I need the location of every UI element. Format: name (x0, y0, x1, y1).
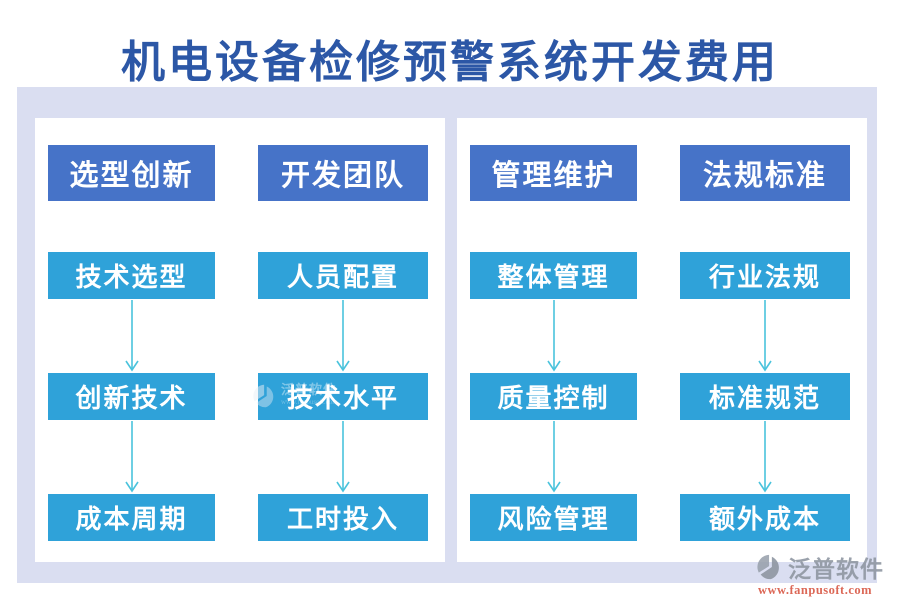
flow-item-box: 整体管理 (470, 252, 637, 299)
flow-column-2: 开发团队 人员配置 技术水平 工时投入 (258, 145, 428, 541)
flow-item-box: 人员配置 (258, 252, 428, 299)
watermark-logo: 泛普软件 www.fanpusoft.com (756, 550, 894, 598)
arrow-zone (470, 420, 637, 494)
flow-item-box: 技术水平 (258, 373, 428, 420)
category-header-box: 法规标准 (680, 145, 850, 201)
flow-item-box: 行业法规 (680, 252, 850, 299)
flow-column-4: 法规标准 行业法规 标准规范 额外成本 (680, 145, 850, 541)
brand-url: www.fanpusoft.com (758, 583, 873, 597)
category-header-box: 开发团队 (258, 145, 428, 201)
category-header-box: 选型创新 (48, 145, 215, 201)
arrow-down-icon (546, 421, 561, 493)
arrow-down-icon (758, 300, 772, 372)
arrow-zone (470, 299, 637, 373)
panel-left: 选型创新 技术选型 创新技术 成本周期 开发团队 人员配置 (35, 118, 445, 562)
arrow-zone (680, 299, 850, 373)
fanpu-logo-icon (757, 554, 779, 580)
flow-item-box: 成本周期 (48, 494, 215, 541)
arrow-down-icon (336, 421, 350, 493)
flow-column-3: 管理维护 整体管理 质量控制 风险管理 (470, 145, 637, 541)
flow-column-1: 选型创新 技术选型 创新技术 成本周期 (48, 145, 215, 541)
flow-item-box: 技术选型 (48, 252, 215, 299)
flow-item-box: 工时投入 (258, 494, 428, 541)
arrow-down-icon (124, 300, 139, 372)
arrow-down-icon (546, 300, 561, 372)
diagram-board: 选型创新 技术选型 创新技术 成本周期 开发团队 人员配置 (17, 87, 877, 583)
category-header-box: 管理维护 (470, 145, 637, 201)
arrow-zone (258, 299, 428, 373)
page-title: 机电设备检修预警系统开发费用 (121, 38, 779, 87)
arrow-zone (680, 420, 850, 494)
flow-item-box: 额外成本 (680, 494, 850, 541)
flow-item-box: 标准规范 (680, 373, 850, 420)
flow-item-box: 创新技术 (48, 373, 215, 420)
flow-item-box: 风险管理 (470, 494, 637, 541)
arrow-down-icon (758, 421, 772, 493)
flow-item-box: 质量控制 (470, 373, 637, 420)
panel-right: 管理维护 整体管理 质量控制 风险管理 法规标准 行业法规 (457, 118, 867, 562)
arrow-zone (258, 420, 428, 494)
arrow-zone (48, 420, 215, 494)
arrow-zone (48, 299, 215, 373)
arrow-down-icon (336, 300, 350, 372)
brand-name: 泛普软件 (788, 557, 884, 582)
arrow-down-icon (124, 421, 139, 493)
